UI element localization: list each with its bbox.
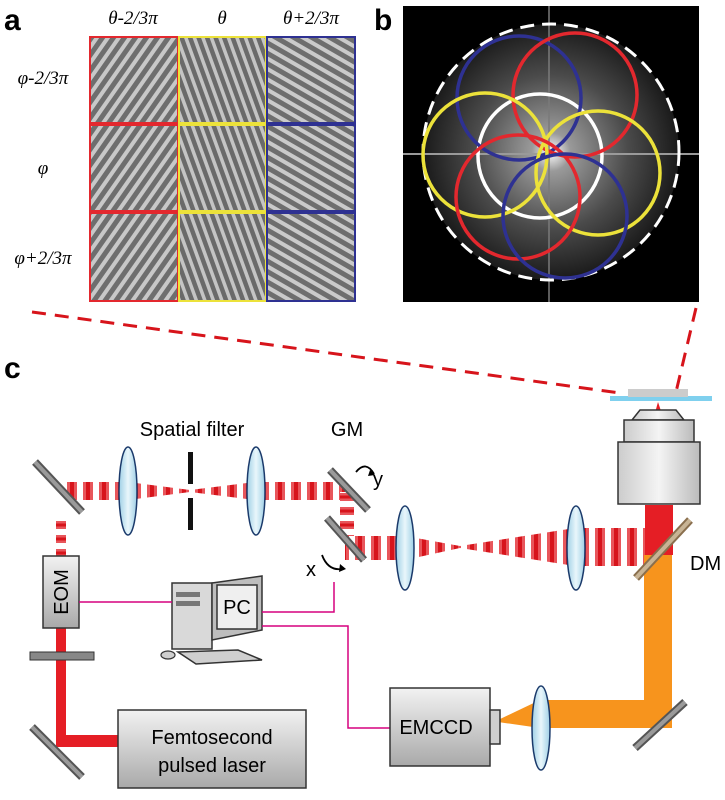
panel-c-letter: c	[4, 352, 21, 385]
axis-y-label: y	[373, 469, 383, 491]
panel-b-fourier-spectrum	[403, 6, 699, 302]
pc-computer-icon	[160, 575, 263, 665]
fringe-tile	[266, 124, 356, 212]
col-header-2: θ	[217, 8, 226, 29]
fringe-tile	[178, 124, 267, 212]
galvo-mirror-x-face	[325, 516, 366, 562]
fringe-tile	[178, 212, 267, 302]
objective-body	[617, 441, 701, 505]
row-header-3: φ+2/3π	[14, 248, 72, 269]
panel-b-letter: b	[374, 4, 392, 37]
fringe-tile	[178, 36, 267, 124]
beam-laser-horizontal	[56, 735, 118, 747]
rotate-x-arrow-icon	[321, 554, 343, 571]
sample-coverslip	[610, 396, 712, 401]
pc-drive	[176, 601, 200, 606]
lens-camera	[531, 685, 551, 771]
beam-top-pulsed	[64, 482, 345, 500]
rotate-x-arrowhead-icon	[339, 564, 346, 572]
galvo-mirror-y-face	[328, 468, 370, 512]
panel-a-col-headers: θ-2/3π θ θ+2/3π	[108, 8, 339, 29]
circle-yellow-right	[534, 109, 662, 237]
col-header-1: θ-2/3π	[108, 8, 158, 29]
row-header-1: φ-2/3π	[18, 68, 69, 89]
row-header-2: φ	[38, 158, 49, 179]
panel-a-letter: a	[4, 4, 21, 37]
dm-label: DM	[690, 553, 721, 575]
panel-a-fringe-grid	[89, 36, 356, 302]
lens-filter-1	[118, 446, 138, 536]
lens-relay-2	[566, 505, 586, 591]
pc-monitor-screen	[216, 584, 258, 630]
beam-laser-vertical	[56, 652, 66, 747]
fringe-tile	[89, 36, 179, 124]
laser-label-line2: pulsed laser	[158, 755, 266, 777]
beam-relay-pulsed	[345, 528, 655, 566]
circle-blue-bottom	[501, 152, 629, 280]
beam-eom-to-mirror	[56, 520, 66, 560]
pc-mouse	[160, 650, 176, 660]
pc-drive	[176, 592, 200, 597]
rotate-y-arrowhead-icon	[368, 470, 375, 476]
laser-label-line1: Femtosecond	[151, 727, 272, 749]
pinhole-lower	[188, 498, 193, 530]
eom-box	[42, 555, 80, 629]
mirror-bottom-right-face	[633, 700, 687, 750]
eom-label: EOM	[51, 569, 73, 615]
panel-a-row-headers: φ-2/3π φ φ+2/3π	[14, 68, 72, 269]
fringe-tile	[89, 212, 179, 302]
circle-red-top	[511, 31, 639, 159]
fringe-tile	[266, 212, 356, 302]
emccd-nose	[489, 709, 501, 745]
emccd-label: EMCCD	[399, 717, 472, 739]
laser-box	[117, 709, 307, 789]
fluorescence-down	[644, 555, 672, 715]
lens-relay-1	[395, 505, 415, 591]
wire-pc-gm	[262, 582, 335, 613]
mirror-bottom-left-face	[30, 725, 84, 779]
fluorescence-taper	[498, 700, 540, 728]
dichroic-mirror-face	[634, 518, 692, 580]
emccd-box	[389, 687, 491, 767]
mirror-top-left-face	[33, 460, 84, 514]
eom-filter-plate	[29, 651, 95, 661]
fringe-tile	[266, 36, 356, 124]
sample-slide-top	[628, 389, 688, 397]
col-header-3: θ+2/3π	[283, 8, 339, 29]
pc-keyboard	[175, 649, 263, 665]
gm-label: GM	[331, 419, 363, 441]
pc-label: PC	[223, 597, 251, 619]
zoom-line-right	[674, 307, 698, 393]
objective-neck	[623, 419, 695, 443]
spatial-filter-label: Spatial filter	[140, 419, 245, 441]
zoom-line-left	[31, 310, 621, 395]
circle-center-white	[476, 92, 604, 220]
rotate-y-arrow-icon	[355, 465, 375, 475]
beam-to-eom	[56, 625, 66, 655]
pinhole-upper	[188, 452, 193, 484]
fringe-tile	[89, 124, 179, 212]
beam-gm-vertical	[340, 492, 354, 537]
wire-pc-emccd	[262, 625, 390, 729]
axis-x-label: x	[306, 559, 316, 581]
fluorescence-horizontal	[540, 700, 672, 728]
lens-filter-2	[246, 446, 266, 536]
objective-tip	[630, 409, 686, 421]
